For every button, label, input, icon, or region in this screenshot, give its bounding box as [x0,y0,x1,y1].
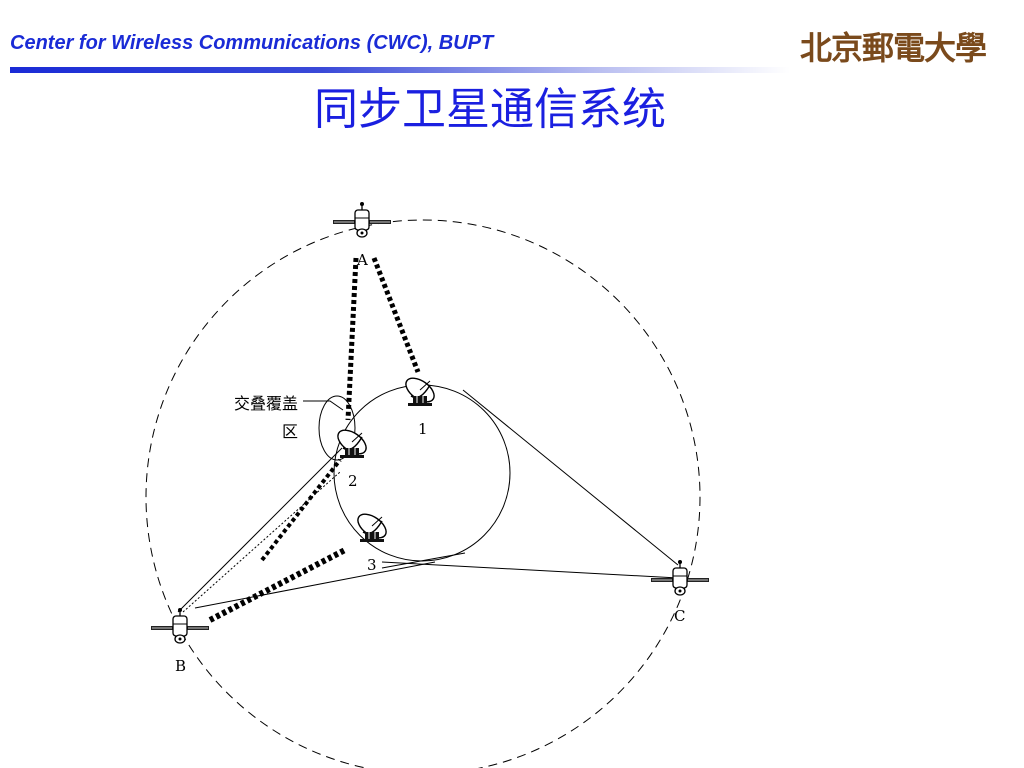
coverage-boundary-circle [145,219,701,768]
earth-station-2-icon [333,424,371,460]
earth-station-1-icon [401,372,439,408]
overlap-label-line1: 交叠覆盖 [234,394,298,413]
satellite-a-label: A [356,251,368,269]
link-3-to-C [381,561,679,579]
university-logo: 北京郵電大學 [800,29,987,67]
link-B-to-2-dotted [182,471,341,613]
overlap-leader-line [303,400,344,411]
earth-station-2-label: 2 [348,472,358,490]
earth-station-3-label: 3 [367,556,377,574]
earth-station-3-icon [353,508,391,544]
overlap-coverage-region [318,395,356,461]
earth-station-1-label: 1 [418,420,428,438]
org-header-text: Center for Wireless Communications (CWC)… [10,32,494,54]
slide-title: 同步卫星通信系统 [314,84,666,135]
satellite-b-icon [150,607,210,644]
satellite-c-label: C [674,607,685,625]
overlap-label-line2: 区 [282,422,298,441]
beam-B-to-2 [260,458,342,562]
link-3-tail [381,552,466,569]
coverage-area-circle [333,384,511,562]
header-divider [10,67,790,73]
beam-A-to-1 [371,257,421,373]
link-B-to-3 [194,561,436,609]
link-1-to-C [462,389,679,566]
satellite-b-label: B [175,657,186,675]
beam-B-to-3 [208,547,347,623]
link-B-to-2 [177,447,343,613]
beam-A-to-2 [345,257,359,421]
